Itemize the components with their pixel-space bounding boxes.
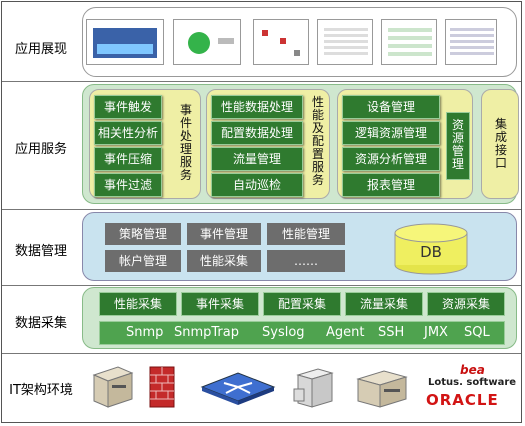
resource-item: 资源分析管理 xyxy=(342,147,440,171)
resource-item: 报表管理 xyxy=(342,173,440,197)
oracle-logo: ORACLE xyxy=(426,391,499,409)
layer-label-data-management: 数据管理 xyxy=(14,244,67,259)
bea-logo: bea xyxy=(460,363,485,377)
protocol-label: SSH xyxy=(378,325,405,340)
database-icon: DB xyxy=(394,223,468,275)
it-environment-band: bea Lotus. software ORACLE xyxy=(82,357,517,419)
layer-label-it-environment: IT架构环境 xyxy=(9,383,73,398)
resource-title-box: 资源管理 xyxy=(446,112,470,180)
screenshot-thumbnail xyxy=(381,19,437,65)
data-mgmt-item: 事件管理 xyxy=(187,223,261,245)
data-mgmt-item: 性能管理 xyxy=(267,223,345,245)
screenshot-thumbnail xyxy=(317,19,373,65)
collection-item: 事件采集 xyxy=(181,292,259,316)
collection-item: 流量采集 xyxy=(345,292,423,316)
layer-label-collection: 数据采集 xyxy=(14,316,67,331)
service-band: 事件触发 相关性分析 事件压缩 事件过滤 事件处理服务 性能数据处理 配置数据处… xyxy=(82,84,519,204)
protocol-label: SnmpTrap xyxy=(174,325,239,340)
data-mgmt-item: 帐户管理 xyxy=(105,250,181,272)
perf-item: 性能数据处理 xyxy=(211,95,303,119)
event-item: 事件压缩 xyxy=(94,147,162,171)
server-icon xyxy=(92,366,134,408)
perf-item: 配置数据处理 xyxy=(211,121,303,145)
protocol-label: SQL xyxy=(464,325,490,340)
performance-config-group: 性能数据处理 配置数据处理 流量管理 自动巡检 性能及配置服务 xyxy=(206,89,330,199)
resource-management-title: 资源管理 xyxy=(451,118,464,171)
network-switch-icon xyxy=(200,372,276,405)
separator xyxy=(2,353,521,354)
event-item: 事件过滤 xyxy=(94,173,162,197)
resource-item: 逻辑资源管理 xyxy=(342,121,440,145)
screenshot-thumbnail xyxy=(173,19,241,65)
protocol-bar: Snmp SnmpTrap Syslog Agent SSH JMX SQL xyxy=(99,321,505,345)
presentation-band xyxy=(82,7,517,77)
layer-label-presentation: 应用展现 xyxy=(14,42,67,57)
performance-config-title: 性能及配置服务 xyxy=(311,95,324,187)
event-processing-title: 事件处理服务 xyxy=(179,103,192,182)
storage-server-icon xyxy=(293,368,334,408)
collection-item: 资源采集 xyxy=(427,292,505,316)
event-item: 相关性分析 xyxy=(94,121,162,145)
screenshot-thumbnail xyxy=(253,19,309,65)
server-icon xyxy=(356,370,408,408)
separator xyxy=(2,209,521,210)
protocol-label: JMX xyxy=(424,325,448,340)
data-management-band: 策略管理 事件管理 性能管理 帐户管理 性能采集 …… DB xyxy=(82,212,517,281)
lotus-logo: Lotus. software xyxy=(428,377,517,388)
screenshot-thumbnail xyxy=(445,19,497,65)
separator xyxy=(2,81,521,82)
collection-item: 配置采集 xyxy=(263,292,341,316)
perf-item: 流量管理 xyxy=(211,147,303,171)
protocol-label: Agent xyxy=(326,325,365,340)
layer-label-service: 应用服务 xyxy=(14,142,67,157)
separator xyxy=(2,285,521,286)
database-label: DB xyxy=(420,243,442,261)
data-mgmt-item: 策略管理 xyxy=(105,223,181,245)
integration-title: 集成接口 xyxy=(494,117,507,170)
data-mgmt-item: 性能采集 xyxy=(187,250,261,272)
collection-item: 性能采集 xyxy=(99,292,177,316)
integration-group: 集成接口 xyxy=(481,89,519,199)
screenshot-thumbnail xyxy=(86,19,164,65)
vendor-logos: bea Lotus. software ORACLE xyxy=(422,363,516,413)
firewall-icon xyxy=(149,366,175,408)
data-mgmt-item: …… xyxy=(267,250,345,272)
perf-item: 自动巡检 xyxy=(211,173,303,197)
event-processing-group: 事件触发 相关性分析 事件压缩 事件过滤 事件处理服务 xyxy=(89,89,201,199)
protocol-label: Syslog xyxy=(262,325,305,340)
resource-item: 设备管理 xyxy=(342,95,440,119)
collection-band: 性能采集 事件采集 配置采集 流量采集 资源采集 Snmp SnmpTrap S… xyxy=(82,287,517,349)
event-item: 事件触发 xyxy=(94,95,162,119)
resource-management-group: 设备管理 逻辑资源管理 资源分析管理 报表管理 资源管理 xyxy=(337,89,473,199)
protocol-label: Snmp xyxy=(126,325,164,340)
